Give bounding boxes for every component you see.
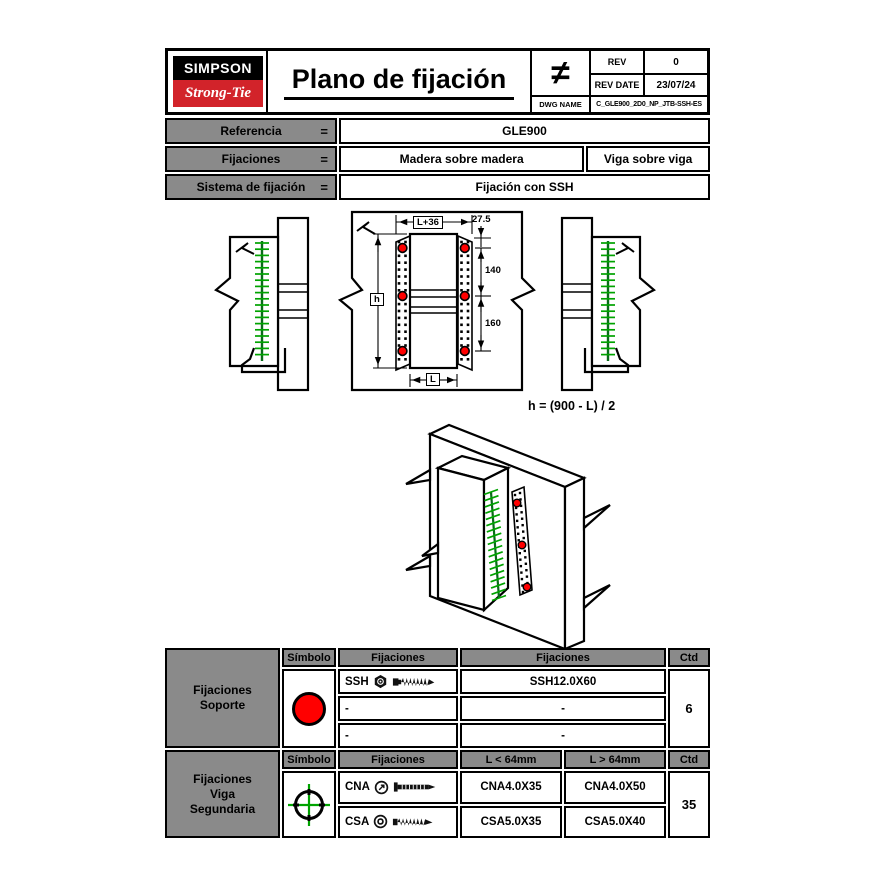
support-title-line1: Fijaciones: [193, 683, 252, 697]
col-header-fijaciones-2: Fijaciones: [460, 648, 666, 667]
fixings-label: Fijaciones =: [165, 146, 337, 172]
secondary-title-line2: Viga: [209, 786, 236, 801]
col-header-gt-64: L > 64mm: [564, 750, 666, 769]
page-title: Plano de fijación: [283, 64, 515, 100]
secondary-title-line1: Fijaciones: [193, 771, 252, 786]
fixings-label-text: Fijaciones: [221, 152, 281, 166]
support-quantity: 6: [668, 669, 710, 748]
dim-140-label: 140: [485, 265, 501, 276]
rev-date-label: REV DATE: [589, 73, 643, 95]
fixing-system-row: Sistema de fijación = Fijación con SSH: [165, 174, 710, 200]
fixing-spec: -: [460, 696, 666, 721]
fixings-row: Fijaciones = Madera sobre madera Viga so…: [165, 146, 710, 172]
fixing-name: CSA: [345, 815, 370, 828]
col-header-fijaciones: Fijaciones: [338, 750, 458, 769]
rev-label: REV: [589, 51, 643, 73]
equals-icon: =: [320, 151, 328, 167]
dim-27-5-label: 27.5: [472, 214, 491, 225]
rev-value: 0: [643, 51, 707, 73]
secondary-beam-front: [408, 232, 459, 370]
fixing-spec: SSH12.0X60: [460, 669, 666, 694]
fixing-spec: CNA4.0X50: [564, 771, 666, 804]
brand-simpson-label: SIMPSON: [173, 56, 263, 80]
fixing-system-value: Fijación con SSH: [339, 174, 710, 200]
table-row: -: [338, 723, 458, 748]
ssh-screw-icon: [392, 677, 434, 686]
csa-head-icon: [374, 814, 388, 829]
dim-l-label: L: [426, 373, 440, 386]
secondary-beam-fixings-table: Fijaciones Viga Segundaria Símbolo Fijac…: [165, 750, 710, 838]
support-title-line2: Soporte: [199, 698, 246, 712]
dim-160-label: 160: [485, 318, 501, 329]
brand-strongtie-label: Strong-Tie: [173, 80, 263, 107]
secondary-title-line3: Segundaria: [189, 801, 256, 816]
support-fixings-table: Fijaciones Soporte Símbolo Fijaciones SS…: [165, 648, 710, 748]
title-cell: Plano de fijación: [268, 51, 532, 112]
secondary-quantity: 35: [668, 771, 710, 838]
fixings-value-right: Viga sobre viga: [586, 146, 710, 172]
fixing-spec: CNA4.0X35: [460, 771, 562, 804]
dim-top-width-label: L+36: [413, 216, 443, 229]
fixing-system-label-text: Sistema de fijación: [196, 180, 306, 194]
secondary-symbol-cell: [282, 771, 336, 838]
support-table-title: Fijaciones Soporte: [165, 648, 280, 748]
secondary-symbol-crosshair-icon: [288, 783, 330, 826]
ssh-hex-head-icon: [374, 674, 386, 689]
dwg-name-value: C_GLE900_2D0_NP_JTB-SSH-ES: [589, 95, 707, 112]
reference-value: GLE900: [339, 118, 710, 144]
screws-and-nails: [255, 240, 615, 602]
fixing-name: CNA: [345, 781, 370, 794]
cna-nail-icon: [393, 782, 436, 792]
not-equal-icon: ≠: [551, 53, 570, 92]
fixings-value-left: Madera sobre madera: [339, 146, 585, 172]
col-header-fijaciones-1: Fijaciones: [338, 648, 458, 667]
col-header-ctd: Ctd: [668, 750, 710, 769]
secondary-table-title: Fijaciones Viga Segundaria: [165, 750, 280, 838]
col-header-lt-64: L < 64mm: [460, 750, 562, 769]
equals-icon: =: [320, 123, 328, 139]
csa-screw-icon: [393, 818, 433, 826]
reference-label-text: Referencia: [220, 124, 282, 138]
technical-drawing: [214, 210, 656, 651]
fixing-spec: -: [460, 723, 666, 748]
support-symbol-red-circle-icon: [292, 691, 326, 726]
table-row: SSH: [338, 669, 458, 694]
fixing-name: SSH: [345, 675, 369, 688]
table-row: CNA: [338, 771, 458, 804]
title-block: SIMPSON Strong-Tie Plano de fijación ≠ R…: [165, 48, 710, 115]
reference-row: Referencia = GLE900: [165, 118, 710, 144]
rev-date-value: 23/07/24: [643, 73, 707, 95]
dwg-name-label: DWG NAME: [532, 95, 589, 112]
col-header-simbolo: Símbolo: [282, 648, 336, 667]
col-header-ctd: Ctd: [668, 648, 710, 667]
height-formula: h = (900 - L) / 2: [528, 399, 616, 413]
fixing-spec: CSA5.0X40: [564, 805, 666, 838]
table-row: CSA: [338, 805, 458, 838]
fixing-spec: CSA5.0X35: [460, 805, 562, 838]
isometric-view: [405, 423, 611, 651]
cna-head-icon: [374, 780, 389, 795]
side-view-right: [560, 216, 656, 392]
fixing-system-label: Sistema de fijación =: [165, 174, 337, 200]
reference-label: Referencia =: [165, 118, 337, 144]
revision-block: ≠ REV 0 REV DATE 23/07/24 DWG NAME C_GLE…: [532, 51, 707, 112]
dim-h-label: h: [370, 293, 384, 306]
support-symbol-cell: [282, 669, 336, 748]
table-row: -: [338, 696, 458, 721]
col-header-simbolo: Símbolo: [282, 750, 336, 769]
brand-logo: SIMPSON Strong-Tie: [168, 51, 268, 112]
equals-icon: =: [320, 179, 328, 195]
